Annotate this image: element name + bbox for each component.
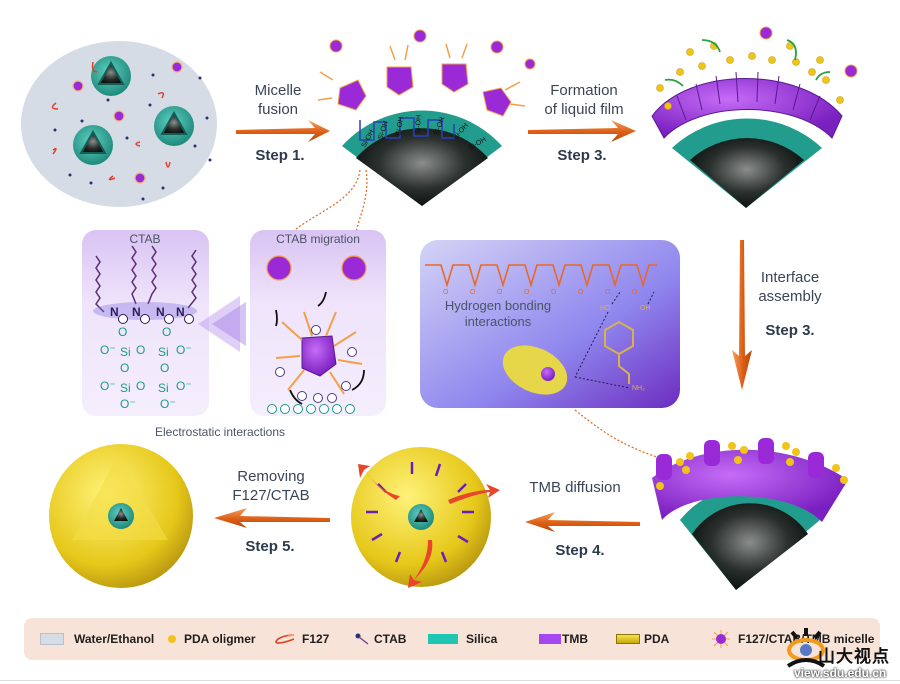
pda-swatch-icon bbox=[616, 634, 640, 644]
tmb-sphere bbox=[351, 447, 500, 588]
tmb-swatch-icon bbox=[539, 634, 561, 644]
svg-text:O: O bbox=[632, 289, 638, 296]
svg-text:O: O bbox=[524, 289, 530, 296]
legend-item-tmb: TMB bbox=[539, 618, 588, 660]
svg-text:HO: HO bbox=[600, 305, 611, 312]
hydrogen-bonding-label: Hydrogen bonding interactions bbox=[444, 298, 552, 329]
step5-label: Step 5. bbox=[245, 538, 295, 555]
pda-oligomer-dot-icon bbox=[168, 635, 176, 643]
svg-text:O: O bbox=[118, 325, 127, 339]
svg-text:O: O bbox=[470, 289, 476, 296]
hydrogen-bonding-panel: O O O O O O O O HO OH NH₂ bbox=[420, 240, 680, 459]
svg-text:O: O bbox=[136, 379, 145, 393]
svg-text:Si: Si bbox=[158, 345, 169, 359]
svg-text:O⁻: O⁻ bbox=[100, 379, 116, 393]
bottom-divider bbox=[0, 680, 900, 681]
legend-item-pda: PDA bbox=[616, 618, 669, 660]
svg-text:Si: Si bbox=[158, 381, 169, 395]
transfer-chevron-icon bbox=[198, 296, 246, 352]
legend: Water/Ethanol PDA oligmer F127 CTAB Sili… bbox=[24, 618, 880, 660]
eye-logo-icon bbox=[786, 628, 826, 668]
legend-item-water-ethanol: Water/Ethanol bbox=[40, 618, 154, 660]
interface-assembly-wedge bbox=[652, 438, 848, 590]
svg-text:OH: OH bbox=[640, 305, 651, 312]
step3-action-label: Interface assembly bbox=[758, 269, 822, 305]
step1-action-label: Micelle fusion bbox=[254, 82, 302, 118]
step4-label: Step 4. bbox=[555, 542, 605, 559]
watermark-cn: 山大视点 bbox=[818, 647, 890, 666]
ctab-migration-title: CTAB migration bbox=[276, 232, 360, 246]
svg-text:O: O bbox=[162, 325, 171, 339]
silica-swatch-icon bbox=[428, 634, 458, 644]
svg-text:O⁻: O⁻ bbox=[120, 397, 136, 411]
electrostatic-caption: Electrostatic interactions bbox=[154, 425, 286, 439]
water-ethanol-swatch-icon bbox=[40, 633, 64, 645]
nitrogen-atom-label: N bbox=[156, 305, 165, 319]
step1-label: Step 1. bbox=[255, 147, 305, 164]
initial-solution bbox=[21, 41, 217, 207]
step4-action-label: TMB diffusion bbox=[529, 479, 621, 496]
watermark-url: view.sdu.edu.cn bbox=[794, 666, 887, 680]
micelle-fusion-wedge: Si-OH Si-OH Si-OH Si-OH Si-OH Si-OH Si-O… bbox=[291, 29, 536, 233]
svg-text:O: O bbox=[605, 289, 611, 296]
svg-text:Si-OH: Si-OH bbox=[415, 115, 423, 134]
svg-text:NH₂: NH₂ bbox=[632, 385, 645, 392]
svg-text:O⁻: O⁻ bbox=[176, 379, 192, 393]
liquid-film-wedge bbox=[651, 26, 858, 208]
watermark: 山大视点 view.sdu.edu.cn bbox=[780, 626, 900, 684]
step5-action-label: Removing F127/CTAB bbox=[232, 468, 310, 504]
nitrogen-atom-label: N bbox=[132, 305, 141, 319]
legend-item-f127: F127 bbox=[274, 618, 329, 660]
svg-text:O⁻: O⁻ bbox=[160, 397, 176, 411]
step2-arrow bbox=[528, 120, 636, 142]
svg-text:O: O bbox=[136, 343, 145, 357]
step2-action-label: Formation of liquid film bbox=[544, 82, 624, 118]
svg-text:O: O bbox=[578, 289, 584, 296]
svg-text:Si: Si bbox=[120, 381, 131, 395]
step3-label: Step 3. bbox=[765, 322, 815, 339]
ctab-migration-panel bbox=[250, 230, 386, 416]
micelle-icon bbox=[712, 630, 730, 648]
f127-hairpin-icon bbox=[275, 634, 295, 644]
svg-text:O⁻: O⁻ bbox=[100, 343, 116, 357]
nitrogen-atom-label: N bbox=[176, 305, 185, 319]
final-hollow-sphere bbox=[49, 444, 193, 588]
core-shell-particle bbox=[154, 106, 194, 146]
svg-text:O: O bbox=[160, 361, 169, 375]
ctab-panel-title: CTAB bbox=[129, 232, 161, 246]
legend-item-silica: Silica bbox=[428, 618, 497, 660]
core-shell-particle bbox=[91, 56, 131, 96]
svg-text:O⁻: O⁻ bbox=[176, 343, 192, 357]
svg-text:O: O bbox=[497, 289, 503, 296]
step2-label: Step 3. bbox=[557, 147, 607, 164]
step1-arrow bbox=[236, 120, 330, 142]
core-shell-particle bbox=[73, 125, 113, 165]
svg-text:Si-OH: Si-OH bbox=[395, 116, 405, 136]
legend-item-ctab: CTAB bbox=[354, 618, 406, 660]
step5-arrow bbox=[214, 508, 330, 528]
svg-text:O: O bbox=[551, 289, 557, 296]
svg-text:O: O bbox=[120, 361, 129, 375]
nitrogen-atom-label: N bbox=[110, 305, 119, 319]
legend-item-pda-oligomer: PDA oligmer bbox=[168, 618, 256, 660]
svg-text:O: O bbox=[443, 289, 449, 296]
micelle-rod bbox=[502, 345, 568, 395]
step4-arrow bbox=[525, 512, 640, 532]
step3-arrow bbox=[732, 240, 752, 390]
svg-text:Si: Si bbox=[120, 345, 131, 359]
ctab-tadpole-icon bbox=[355, 633, 369, 645]
